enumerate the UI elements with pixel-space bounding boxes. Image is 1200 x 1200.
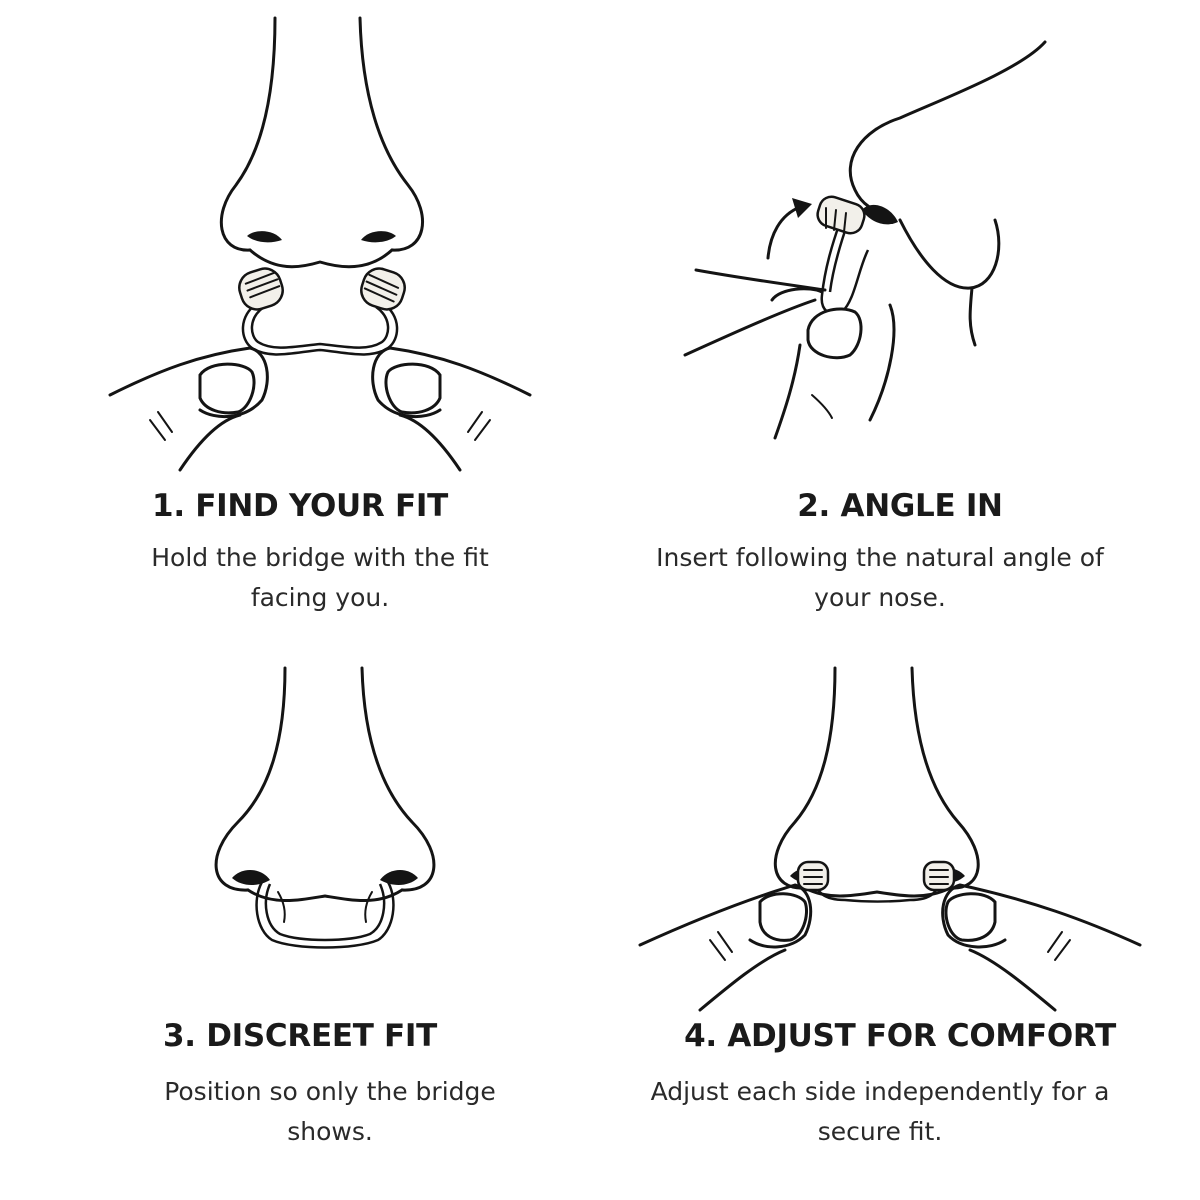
step-3-panel: 3. DISCREET FIT Position so only the bri… — [0, 600, 600, 1200]
step-4-description: Adjust each side independently for a sec… — [650, 1077, 1110, 1146]
step-4-illustration — [600, 600, 1200, 1090]
step-2-title: 2. ANGLE IN — [797, 488, 1003, 524]
step-4-panel: 4. ADJUST FOR COMFORT Adjust each side i… — [600, 600, 1200, 1200]
nose-front-adjust-illustration — [600, 600, 1200, 1090]
step-1-title: 1. FIND YOUR FIT — [152, 488, 448, 524]
step-2-illustration — [600, 0, 1200, 490]
step-1-panel: 1. FIND YOUR FIT Hold the bridge with th… — [0, 0, 600, 612]
step-2-description: Insert following the natural angle of yo… — [656, 543, 1104, 612]
nose-front-with-clip-illustration — [0, 0, 600, 490]
nose-side-insert-illustration — [600, 0, 1200, 490]
nose-front-clip-worn-illustration — [0, 600, 600, 1090]
step-3-description: Position so only the bridge shows. — [164, 1077, 496, 1146]
step-2-panel: 2. ANGLE IN Insert following the natural… — [600, 0, 1200, 612]
step-4-title: 4. ADJUST FOR COMFORT — [684, 1018, 1116, 1054]
step-3-title: 3. DISCREET FIT — [162, 1018, 437, 1054]
step-1-description: Hold the bridge with the fit facing you. — [151, 543, 489, 612]
step-3-illustration — [0, 600, 600, 1090]
step-1-illustration — [0, 0, 600, 490]
